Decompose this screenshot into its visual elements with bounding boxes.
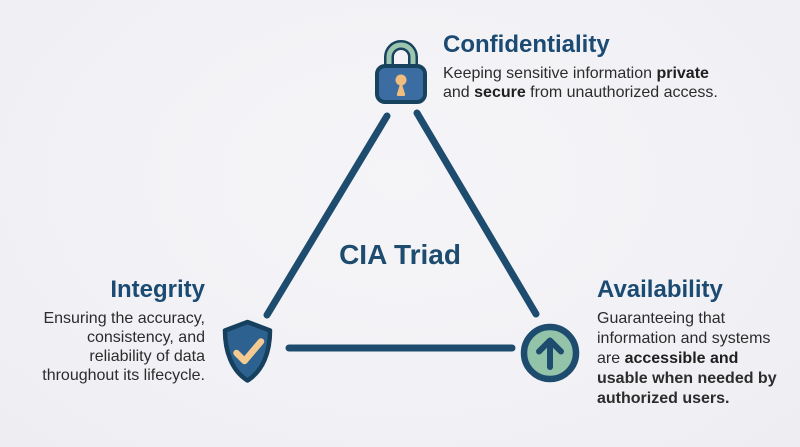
availability-line-5: authorized users. (597, 390, 730, 407)
integrity-heading: Integrity (110, 276, 205, 303)
integrity-line-2: consistency, and (87, 329, 205, 346)
shield-check-icon (218, 319, 277, 384)
integrity-line-1: Ensuring the accuracy, (43, 310, 205, 327)
availability-line-3: are accessible and (597, 350, 739, 367)
availability-line-1: Guaranteeing that (597, 310, 726, 327)
availability-card: Availability Guaranteeing that informati… (597, 276, 797, 409)
availability-line-4: usable when needed by (597, 370, 777, 387)
integrity-line-4: throughout its lifecycle. (42, 367, 205, 384)
lock-icon (372, 37, 430, 106)
confidentiality-line-1: Keeping sensitive information private (443, 65, 709, 82)
availability-line-2: information and systems (597, 330, 771, 347)
integrity-card: Integrity Ensuring the accuracy, consist… (0, 276, 205, 385)
confidentiality-heading: Confidentiality (443, 31, 610, 58)
edge-confidentiality-availability (413, 109, 540, 318)
availability-heading: Availability (597, 276, 723, 303)
diagram-title: CIA Triad (339, 239, 461, 270)
confidentiality-card: Confidentiality Keeping sensitive inform… (443, 31, 743, 102)
confidentiality-line-2: and secure from unauthorized access. (443, 84, 718, 101)
integrity-line-3: reliability of data (89, 348, 205, 365)
edge-confidentiality-integrity (263, 112, 391, 319)
arrow-up-circle-icon (517, 320, 583, 386)
